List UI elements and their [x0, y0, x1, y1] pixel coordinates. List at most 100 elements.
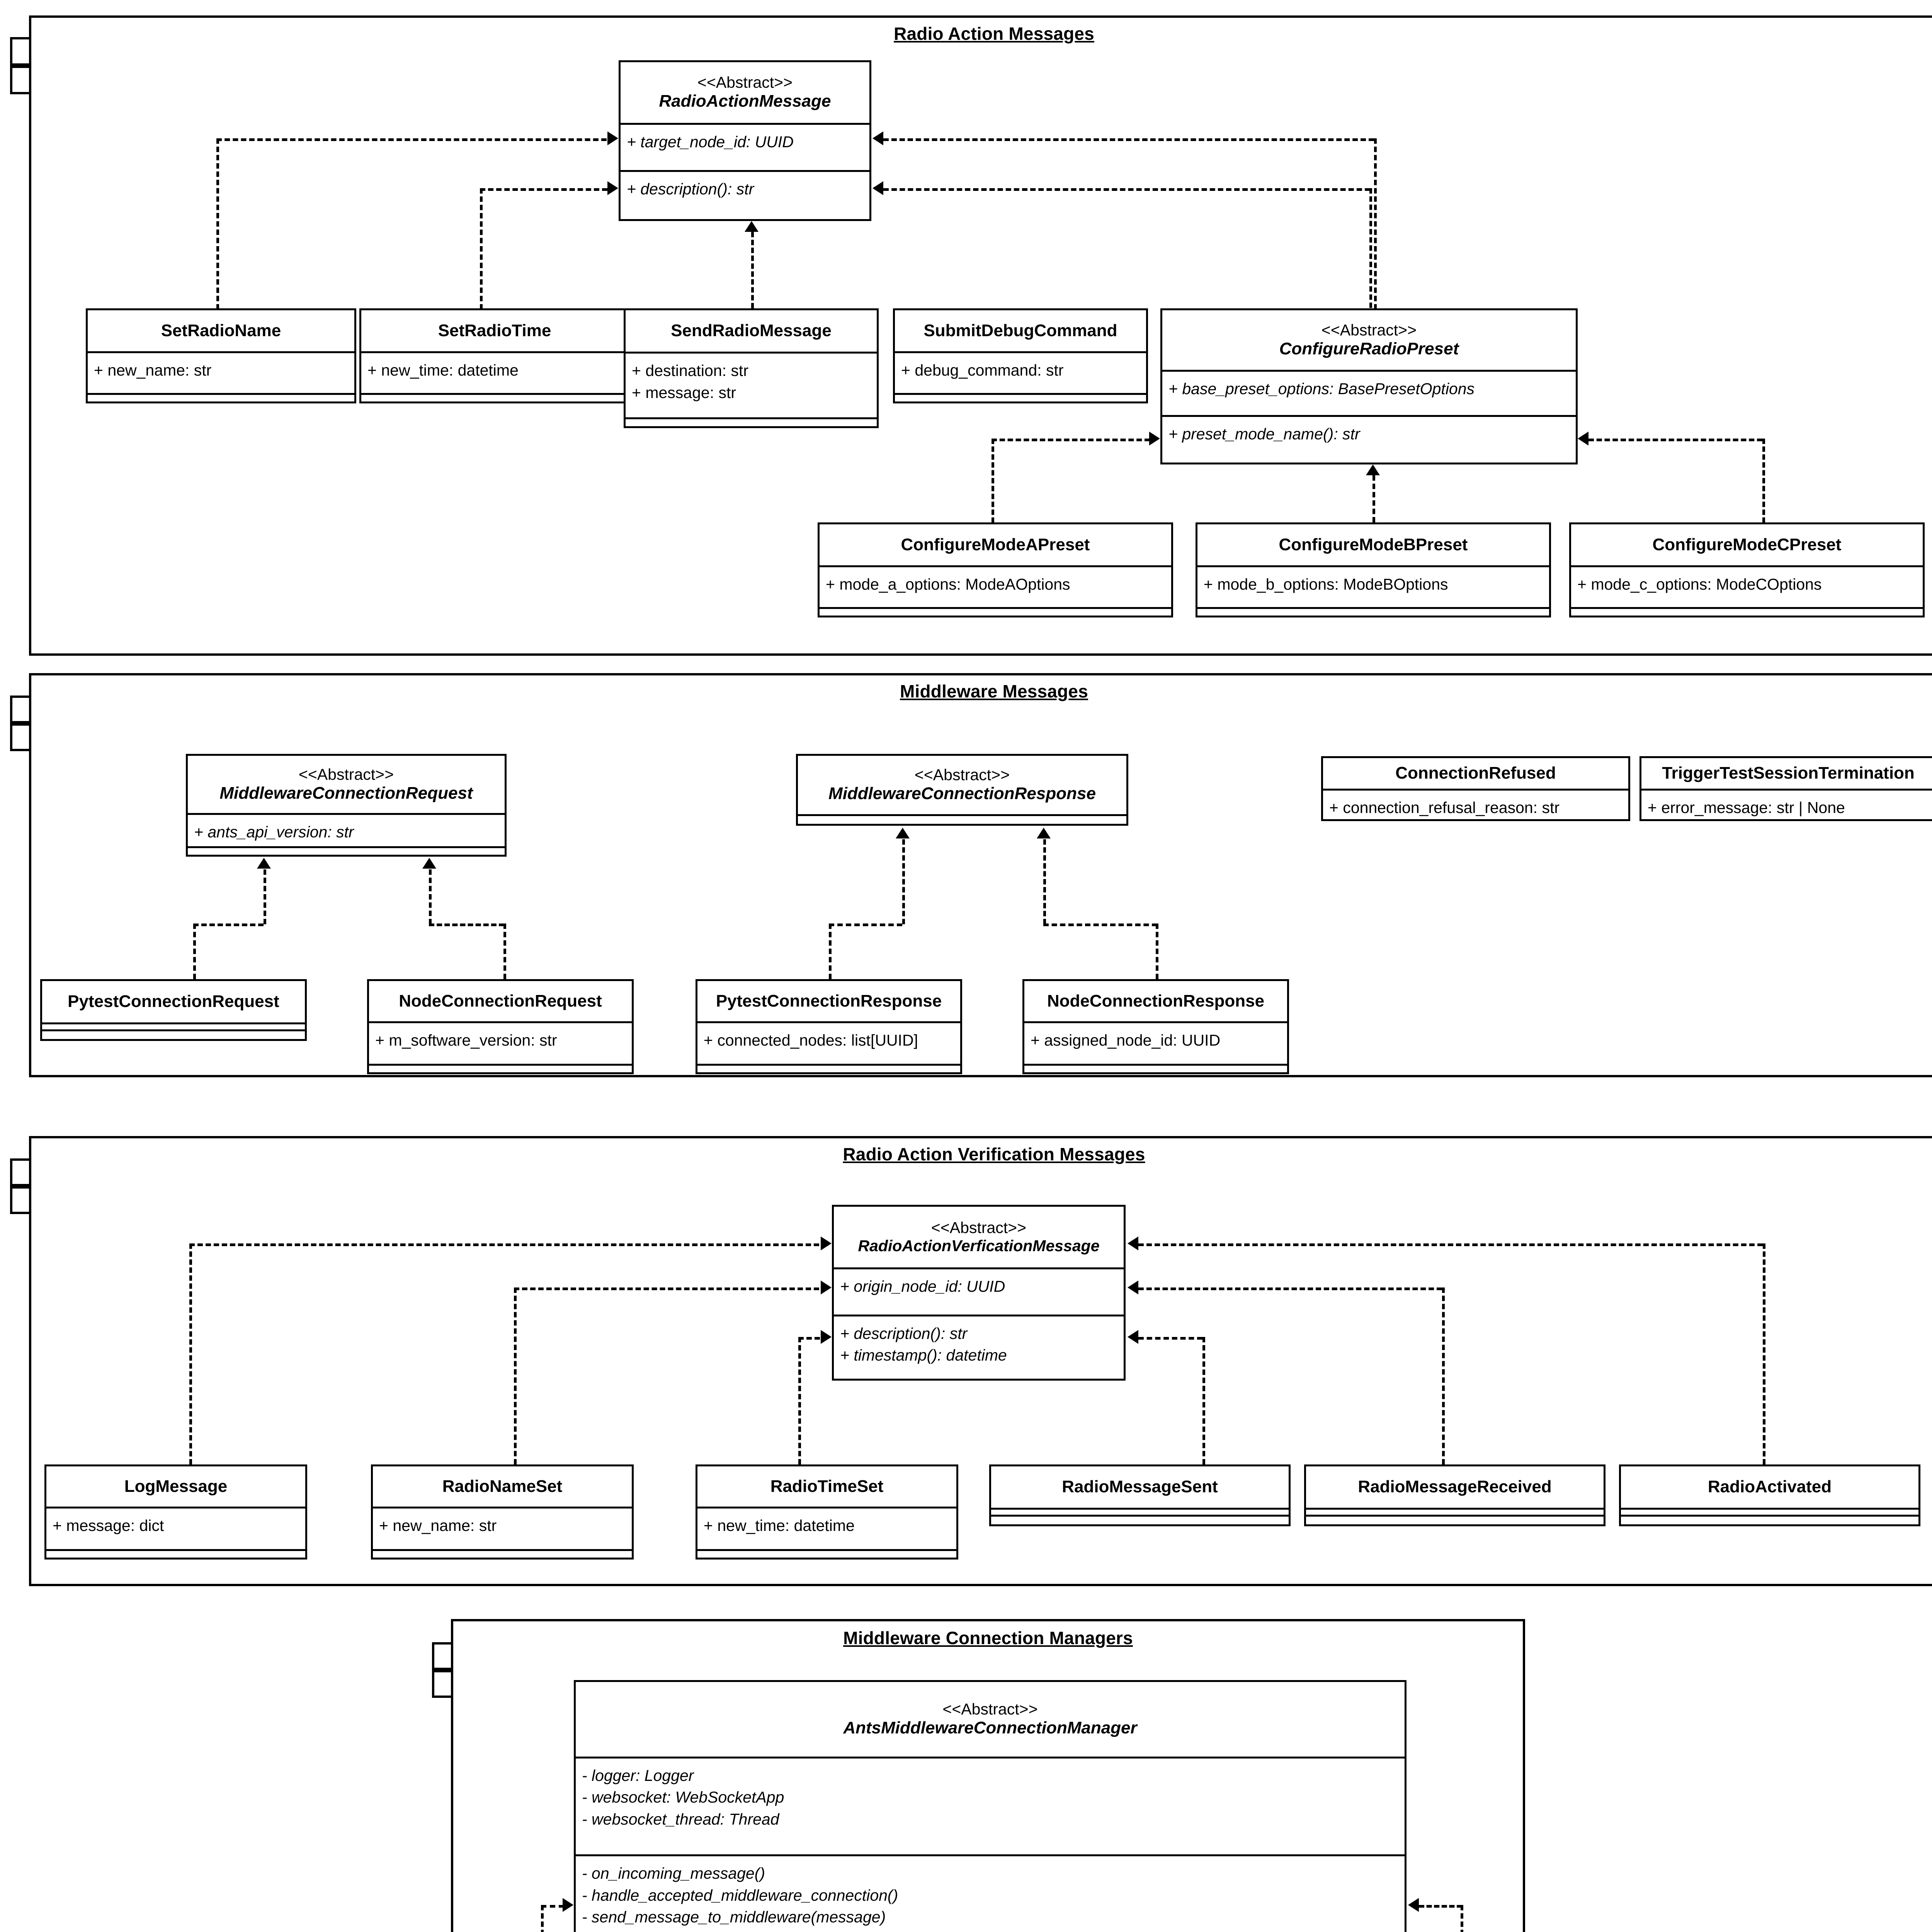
class-antsmiddlewareconnectionmanager[interactable]: <<Abstract>> AntsMiddlewareConnectionMan…: [574, 1680, 1406, 1932]
class-middlewareconnectionrequest[interactable]: <<Abstract>> MiddlewareConnectionRequest…: [186, 754, 507, 857]
attribute-row: + connection_refusal_reason: str: [1329, 799, 1560, 816]
class-radioactivated[interactable]: RadioActivated: [1619, 1464, 1920, 1526]
class-header: ConfigureModeCPreset: [1571, 524, 1923, 568]
generalization-nodereq-h: [429, 923, 504, 926]
class-nodeconnectionrequest[interactable]: NodeConnectionRequest + m_software_versi…: [367, 979, 634, 1074]
class-name: SubmitDebugCommand: [923, 321, 1117, 340]
generalization-arrowhead: [1037, 828, 1051, 838]
class-middlewareconnectionresponse[interactable]: <<Abstract>> MiddlewareConnectionRespons…: [796, 754, 1128, 826]
class-methods-empty: [88, 395, 354, 401]
generalization-submitdebug: [883, 138, 1374, 141]
class-sendradiomessage[interactable]: SendRadioMessage + destination: str + me…: [624, 308, 879, 428]
class-name: PytestConnectionRequest: [68, 992, 279, 1011]
class-header: NodeConnectionRequest: [369, 981, 632, 1024]
generalization-radionameset-v: [514, 1287, 517, 1464]
class-attributes: + connection_refusal_reason: str: [1323, 791, 1628, 819]
class-radiomessagereceived[interactable]: RadioMessageReceived: [1304, 1464, 1605, 1526]
attribute-row: - logger: Logger: [582, 1766, 694, 1784]
generalization-noderesp-v1: [1156, 923, 1158, 979]
class-methods-empty: [991, 1517, 1289, 1524]
class-name: MiddlewareConnectionResponse: [828, 784, 1096, 803]
generalization-radiomessagereceived-v: [1442, 1287, 1445, 1464]
class-configureradiopreset[interactable]: <<Abstract>> ConfigureRadioPreset + base…: [1160, 308, 1578, 464]
class-radionameset[interactable]: RadioNameSet + new_name: str: [371, 1464, 634, 1560]
attribute-row: + mode_a_options: ModeAOptions: [826, 575, 1070, 594]
generalization-configureradiopreset: [883, 188, 1370, 191]
attribute-row: + base_preset_options: BasePresetOptions: [1168, 379, 1475, 398]
class-header: <<Abstract>> MiddlewareConnectionRequest: [188, 756, 505, 815]
class-setradiotime[interactable]: SetRadioTime + new_time: datetime: [359, 308, 630, 403]
attribute-row: + connected_nodes: list[UUID]: [704, 1031, 918, 1049]
generalization-arrowhead: [821, 1330, 832, 1344]
attribute-row: + m_software_version: str: [375, 1031, 557, 1049]
class-stereotype: <<Abstract>>: [914, 766, 1010, 784]
attribute-row: + error_message: str | None: [1648, 799, 1845, 816]
class-name: NodeConnectionRequest: [399, 992, 602, 1011]
class-configuremodecpreset[interactable]: ConfigureModeCPreset + mode_c_options: M…: [1569, 522, 1925, 617]
class-attributes: + m_software_version: str: [369, 1023, 632, 1066]
class-header: RadioTimeSet: [697, 1466, 956, 1509]
generalization-nodereq-v2: [429, 869, 432, 924]
class-radiomessagesent[interactable]: RadioMessageSent: [989, 1464, 1291, 1526]
class-radiotimeset[interactable]: RadioTimeSet + new_time: datetime: [696, 1464, 958, 1560]
generalization-setradioname: [216, 138, 607, 141]
class-submitdebugcommand[interactable]: SubmitDebugCommand + debug_command: str: [893, 308, 1148, 403]
generalization-pytestresp-v2: [902, 839, 905, 924]
class-logmessage[interactable]: LogMessage + message: dict: [44, 1464, 307, 1560]
class-triggertestsessiontermination[interactable]: TriggerTestSessionTermination + error_me…: [1639, 756, 1932, 821]
attribute-row: + new_name: str: [379, 1517, 497, 1535]
class-radioactionverficationmessage[interactable]: <<Abstract>> RadioActionVerficationMessa…: [832, 1205, 1126, 1381]
class-name: RadioActionVerficationMessage: [858, 1237, 1100, 1255]
class-setradioname[interactable]: SetRadioName + new_name: str: [86, 308, 356, 403]
class-attributes: + new_time: datetime: [697, 1509, 956, 1551]
generalization-arrowhead: [563, 1898, 573, 1912]
generalization-pytestresp-h: [829, 923, 902, 926]
generalization-arrowhead: [872, 181, 883, 195]
generalization-noderesp-v2: [1043, 839, 1046, 924]
class-configuremodebpreset[interactable]: ConfigureModeBPreset + mode_b_options: M…: [1196, 522, 1551, 617]
class-header: RadioMessageReceived: [1306, 1466, 1604, 1510]
class-header: NodeConnectionResponse: [1024, 981, 1287, 1024]
class-attributes-empty: [1621, 1510, 1918, 1517]
attribute-row: + new_time: datetime: [367, 361, 519, 379]
class-pytestconnectionrequest[interactable]: PytestConnectionRequest: [40, 979, 307, 1041]
method-row: - handle_accepted_middleware_connection(…: [582, 1886, 898, 1904]
class-attributes: + debug_command: str: [895, 353, 1146, 395]
class-nodeconnectionresponse[interactable]: NodeConnectionResponse + assigned_node_i…: [1022, 979, 1289, 1074]
generalization-arrowhead: [872, 131, 883, 145]
class-header: <<Abstract>> RadioActionMessage: [621, 62, 869, 125]
class-methods-empty: [46, 1551, 305, 1558]
class-methods: + description(): str + timestamp(): date…: [834, 1316, 1124, 1379]
class-pytestconnectionresponse[interactable]: PytestConnectionResponse + connected_nod…: [696, 979, 962, 1074]
class-header: <<Abstract>> RadioActionVerficationMessa…: [834, 1207, 1124, 1270]
class-name: ConfigureRadioPreset: [1279, 339, 1459, 358]
class-attributes: + assigned_node_id: UUID: [1024, 1023, 1287, 1066]
attribute-row: + ants_api_version: str: [194, 823, 354, 841]
generalization-pytestresp-v1: [829, 923, 832, 979]
class-header: RadioActivated: [1621, 1466, 1918, 1510]
class-attributes: + destination: str + message: str: [626, 354, 877, 420]
attribute-row: + mode_b_options: ModeBOptions: [1204, 575, 1448, 594]
class-radioactionmessage[interactable]: <<Abstract>> RadioActionMessage + target…: [619, 60, 871, 221]
class-name: ConfigureModeAPreset: [901, 535, 1090, 554]
class-configuremodeapreset[interactable]: ConfigureModeAPreset + mode_a_options: M…: [818, 522, 1173, 617]
class-methods-empty: [697, 1066, 960, 1072]
class-methods-empty: [188, 848, 505, 855]
class-attributes-empty: [42, 1024, 305, 1031]
method-row: + preset_mode_name(): str: [1168, 425, 1360, 443]
generalization-setradioname-v: [216, 138, 219, 310]
generalization-pytestmgr-h: [541, 1905, 564, 1908]
generalization-nodemgr-h: [1419, 1905, 1462, 1908]
generalization-arrowhead: [821, 1281, 832, 1294]
attribute-row: + target_node_id: UUID: [627, 133, 794, 151]
generalization-arrowhead: [745, 221, 759, 232]
method-row: - send_message_to_middleware(message): [582, 1908, 886, 1926]
class-connectionrefused[interactable]: ConnectionRefused + connection_refusal_r…: [1321, 756, 1630, 821]
method-row: + timestamp(): datetime: [840, 1346, 1007, 1364]
generalization-arrowhead: [1128, 1236, 1138, 1250]
class-header: PytestConnectionResponse: [697, 981, 960, 1024]
generalization-radiomessagesent-h: [1138, 1337, 1202, 1340]
class-attributes: + ants_api_version: str: [188, 815, 505, 848]
class-name: RadioTimeSet: [770, 1477, 884, 1496]
class-attributes: + new_name: str: [88, 353, 354, 395]
